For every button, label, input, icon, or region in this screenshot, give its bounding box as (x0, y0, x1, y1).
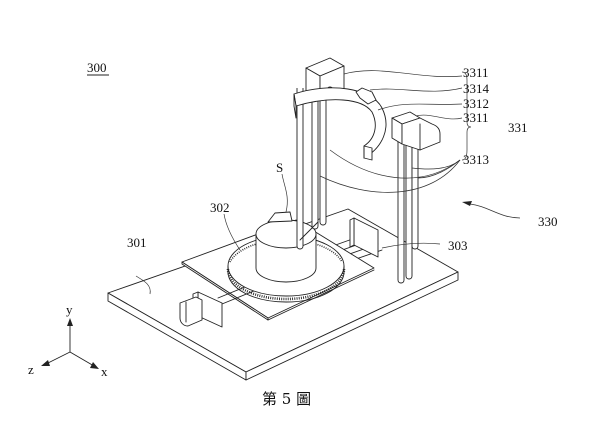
label-sample: S (276, 160, 283, 175)
x-arrow-icon (90, 362, 99, 369)
label-3311-bottom: 3311 (463, 110, 489, 125)
arc-arm (294, 88, 386, 160)
z-arrow-icon (41, 360, 50, 366)
figure-caption: 第 5 圖 (262, 390, 311, 408)
label-331: 331 (508, 120, 528, 135)
label-3314: 3314 (463, 81, 490, 96)
label-3311-top: 3311 (463, 65, 489, 80)
axis-label-x: x (101, 364, 108, 379)
axis-label-z: z (28, 362, 34, 377)
label-302: 302 (210, 200, 230, 215)
y-arrow-icon (67, 318, 73, 326)
label-303: 303 (448, 238, 468, 253)
label-3312: 3312 (463, 96, 489, 111)
label-3313: 3313 (463, 152, 489, 167)
axis-triad (41, 318, 99, 369)
figure-reference-number: 300 (87, 60, 107, 75)
label-330: 330 (538, 214, 558, 229)
label-301: 301 (127, 235, 147, 250)
sample-cylinder (256, 212, 316, 282)
axis-label-y: y (66, 302, 73, 317)
